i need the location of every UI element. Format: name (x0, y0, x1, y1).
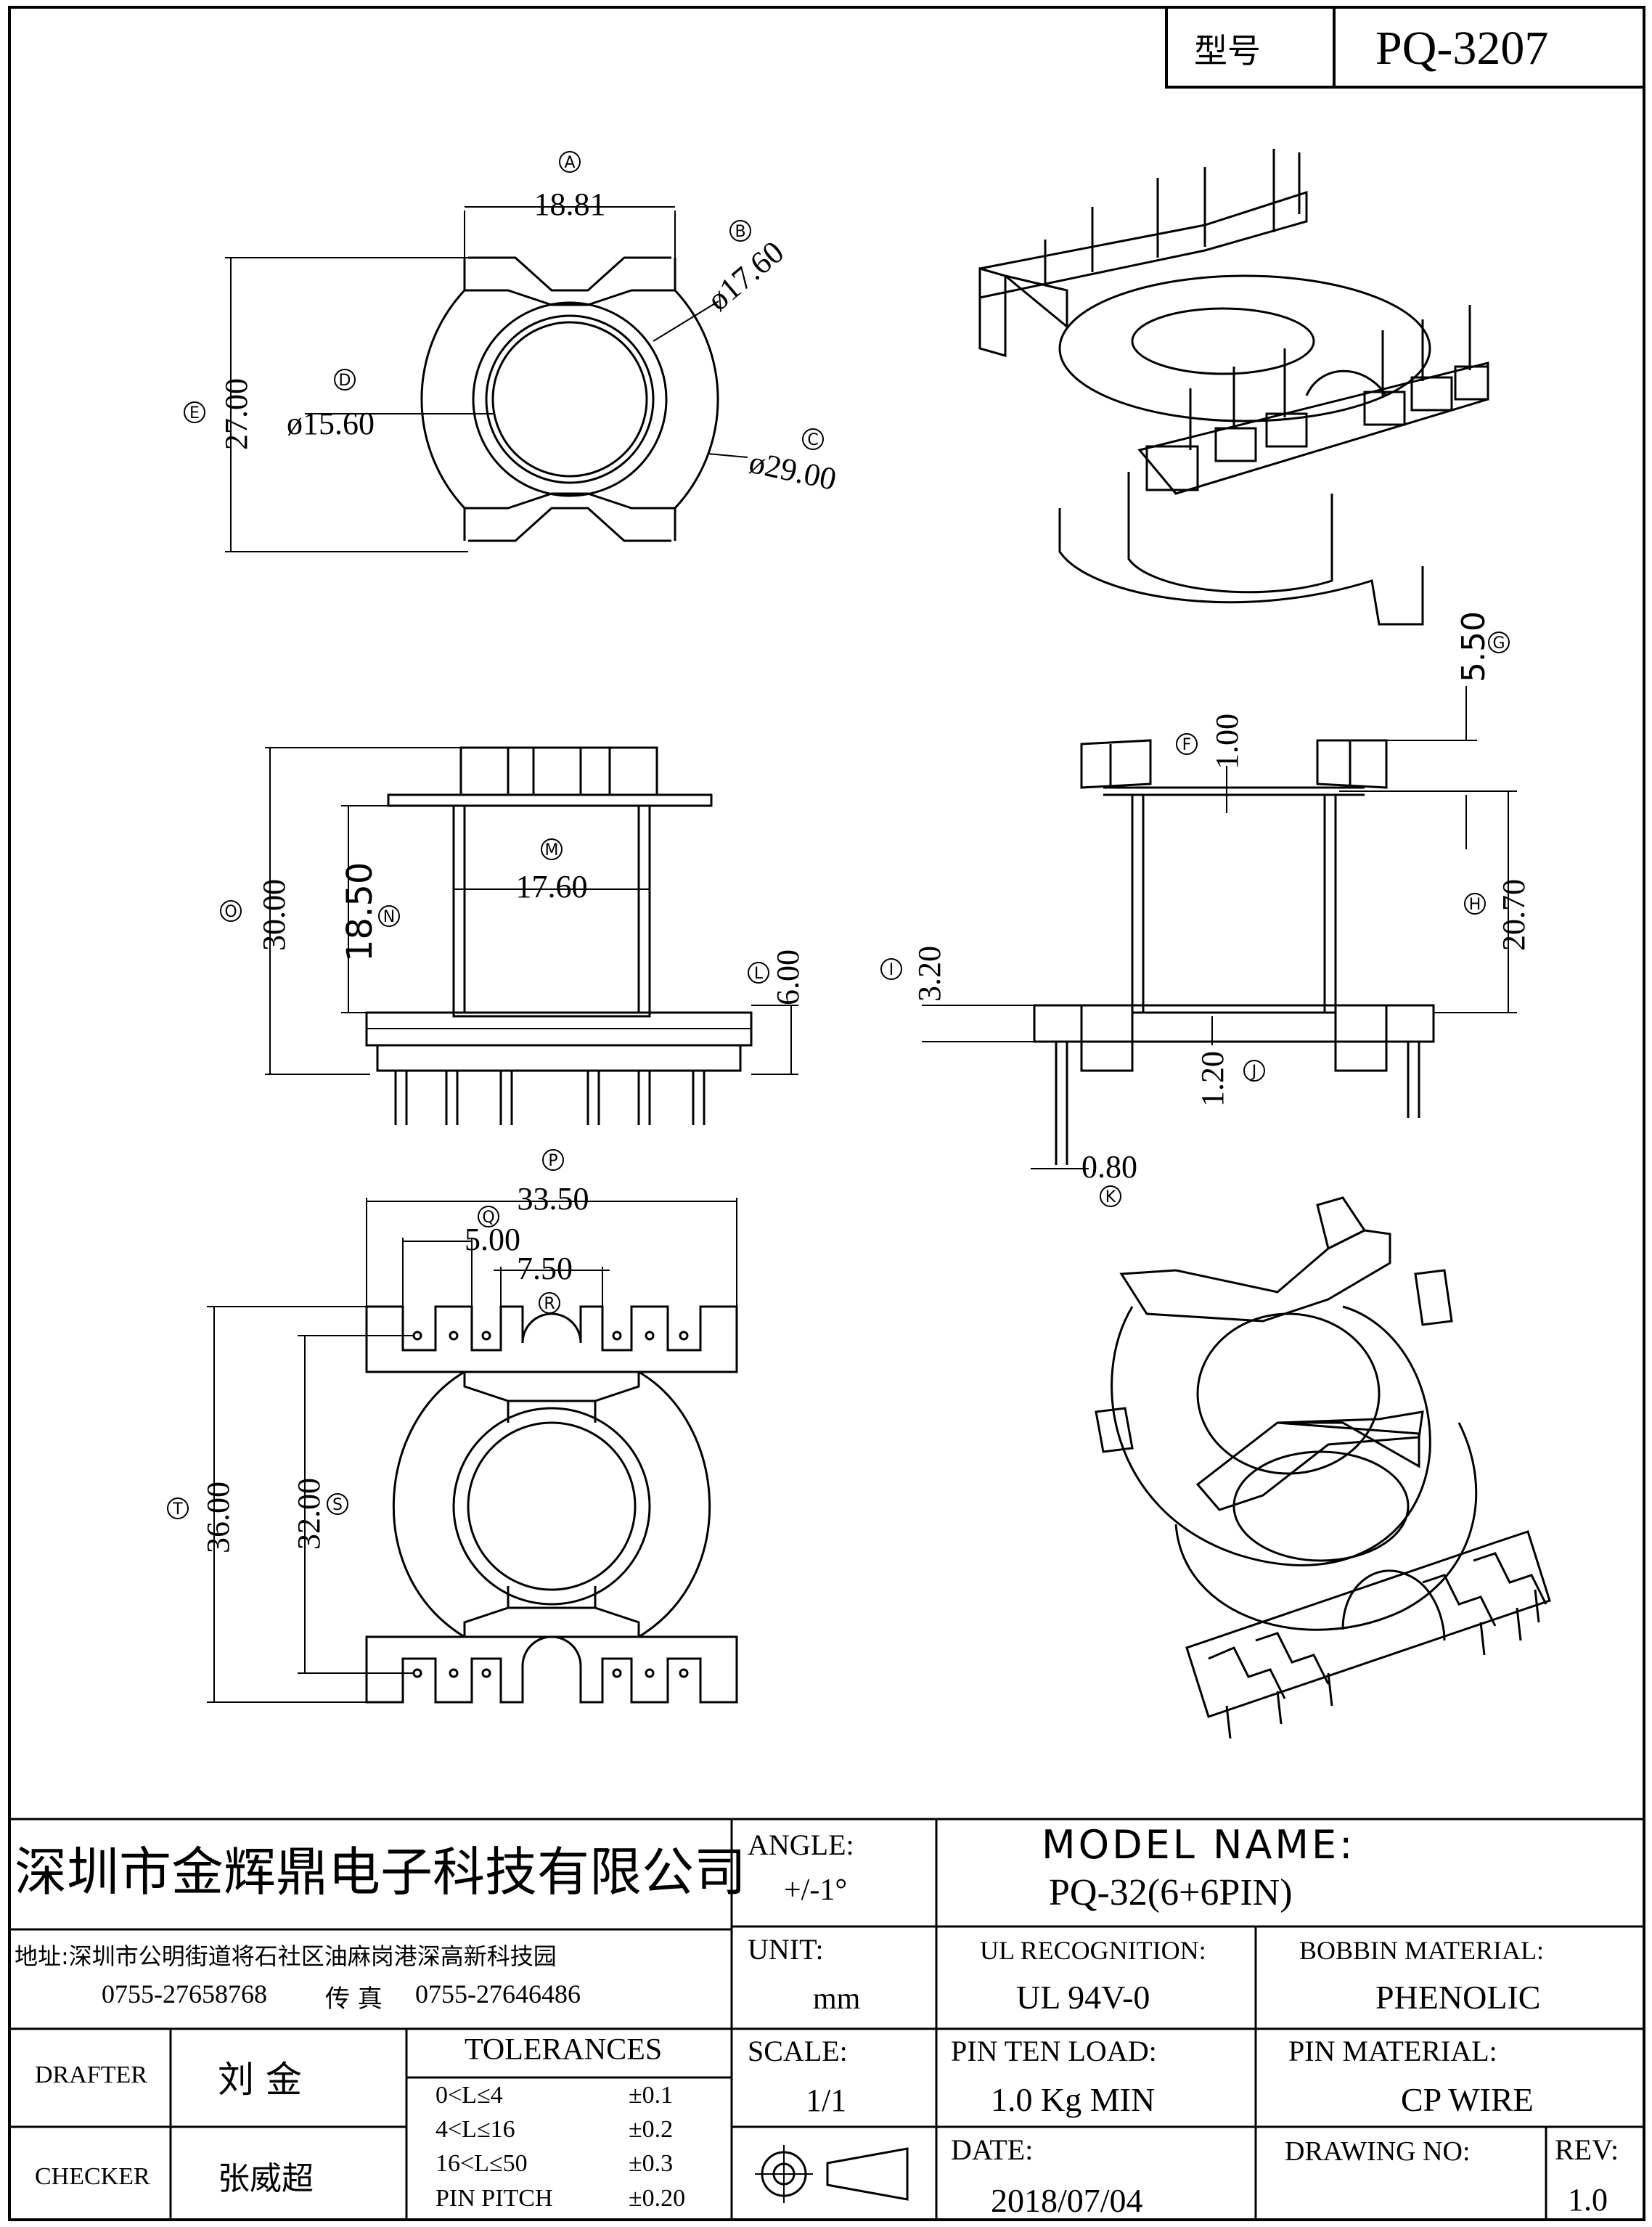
dim-d-value: ø15.60 (287, 406, 375, 441)
dim-r-value: 7.50 (517, 1251, 573, 1286)
front-view (265, 746, 798, 1125)
sheet-border (8, 6, 1645, 2221)
pin-load-label: PIN TEN LOAD: (951, 2035, 1157, 2067)
dim-tag-k: K (1105, 1188, 1116, 1206)
tolerance-value-1: ±0.1 (629, 2082, 674, 2109)
dim-j-value: 1.20 (1195, 1051, 1230, 1107)
side-view-labels: G 5.50 F 1.00 H 20.70 I 3.20 J 1.20 K 0.… (880, 611, 1532, 1207)
dim-t-value: 36.00 (200, 1482, 236, 1553)
dim-tag-d: D (339, 372, 351, 390)
dim-a-value: 18.81 (534, 187, 606, 222)
dim-tag-f: F (1182, 736, 1192, 754)
dim-tag-o: O (224, 903, 237, 921)
checker-name: 张威超 (218, 2160, 314, 2197)
dim-tag-s: S (332, 1496, 343, 1514)
angle-value: +/-1° (784, 1873, 848, 1907)
dim-i-value: 3.20 (912, 946, 947, 1002)
dim-k-value: 0.80 (1081, 1149, 1137, 1185)
tolerance-range-3: 16<L≤50 (436, 2150, 528, 2177)
dim-q-value: 5.00 (465, 1222, 520, 1257)
dim-tag-p: P (548, 1152, 557, 1170)
bottom-view (207, 1198, 738, 1704)
tolerance-value-2: ±0.2 (629, 2116, 674, 2143)
front-view-labels: O 30.00 N 18.50 M 17.60 L 6.00 (220, 838, 806, 1005)
dim-o-value: 30.00 (256, 879, 292, 951)
tolerance-range-4: PIN PITCH (436, 2185, 553, 2212)
unit-label: UNIT: (748, 1933, 824, 1966)
model-name-label: MODEL NAME: (1042, 1822, 1356, 1868)
tolerance-value-3: ±0.3 (629, 2150, 674, 2177)
title-block-grid (9, 1818, 1644, 2220)
pin-material-value: CP WIRE (1401, 2081, 1534, 2118)
scale-label: SCALE: (748, 2035, 848, 2067)
company-phone: 0755-27658768 (102, 1979, 267, 2009)
dim-tag-r: R (544, 1295, 555, 1313)
header-model-box: 型号 PQ-3207 (1165, 6, 1645, 89)
dim-e-value: 27.00 (218, 378, 254, 450)
dim-tag-n: N (383, 908, 395, 926)
bottom-view-labels: P 33.50 Q 5.00 R 7.50 S 32.00 T 36.00 (167, 1149, 589, 1553)
scale-value: 1/1 (806, 2083, 847, 2118)
unit-value: mm (813, 1982, 861, 2016)
dim-p-value: 33.50 (518, 1181, 589, 1217)
dim-tag-t: T (172, 1500, 183, 1519)
tolerance-range-2: 4<L≤16 (436, 2116, 515, 2143)
bobbin-material-label: BOBBIN MATERIAL: (1299, 1936, 1545, 1965)
tolerances-label: TOLERANCES (465, 2033, 663, 2067)
company-name: 深圳市金辉鼎电子科技有限公司 (15, 1842, 747, 1903)
dim-tag-q: Q (482, 1209, 494, 1227)
iso-view-bottom (1095, 1196, 1551, 1739)
dim-n-value: 18.50 (340, 862, 380, 962)
dim-l-value: 6.00 (770, 949, 806, 1005)
ul-value: UL 94V-0 (1016, 1979, 1150, 2016)
company-address: 地址:深圳市公明街道将石社区油麻岗港深高新科技园 (15, 1942, 557, 1970)
pin-material-label: PIN MATERIAL: (1288, 2035, 1497, 2067)
tolerance-value-4: ±0.20 (629, 2185, 686, 2212)
tolerance-range-1: 0<L≤4 (436, 2082, 503, 2109)
dim-g-value: 5.50 (1455, 611, 1492, 682)
dim-tag-a: A (564, 154, 575, 172)
rev-value: 1.0 (1568, 2182, 1608, 2218)
dim-tag-h: H (1469, 896, 1481, 914)
drawing-no-label: DRAWING NO: (1285, 2136, 1471, 2167)
dim-tag-c: C (807, 431, 818, 449)
dim-tag-i: I (889, 961, 894, 979)
drafter-label: DRAFTER (35, 2061, 147, 2088)
dim-h-value: 20.70 (1496, 879, 1532, 951)
dim-c-value: ø29.00 (746, 444, 840, 497)
rev-label: REV: (1555, 2133, 1619, 2166)
bobbin-material-value: PHENOLIC (1375, 1979, 1541, 2016)
company-fax: 0755-27646486 (415, 1979, 581, 2009)
model-label: 型号 (1194, 31, 1261, 70)
model-value: PQ-3207 (1375, 22, 1548, 75)
dim-tag-g: G (1492, 634, 1505, 653)
drafter-name: 刘 金 (218, 2059, 302, 2101)
dim-b-value: ø17.60 (700, 234, 790, 317)
dim-s-value: 32.00 (291, 1478, 327, 1550)
iso-view-top (978, 149, 1489, 626)
dim-tag-b: B (735, 223, 745, 241)
dim-tag-m: M (545, 841, 559, 859)
dim-m-value: 17.60 (516, 869, 588, 904)
ul-label: UL RECOGNITION: (980, 1936, 1206, 1965)
date-value: 2018/07/04 (991, 2182, 1143, 2219)
side-view (922, 686, 1517, 1169)
checker-label: CHECKER (35, 2163, 150, 2190)
fax-label: 传 真 (325, 1985, 383, 2014)
top-view-labels: A 18.81 B ø17.60 C ø29.00 D ø15.60 E 27.… (184, 151, 840, 497)
dim-tag-j: J (1251, 1063, 1257, 1081)
dim-tag-e: E (189, 404, 200, 422)
dim-f-value: 1.00 (1209, 714, 1245, 769)
model-name-value: PQ-32(6+6PIN) (1049, 1872, 1293, 1913)
dim-tag-l: L (754, 965, 764, 983)
top-view (225, 206, 748, 552)
date-label: DATE: (951, 2133, 1034, 2166)
angle-label: ANGLE: (748, 1828, 854, 1861)
pin-load-value: 1.0 Kg MIN (991, 2081, 1156, 2118)
